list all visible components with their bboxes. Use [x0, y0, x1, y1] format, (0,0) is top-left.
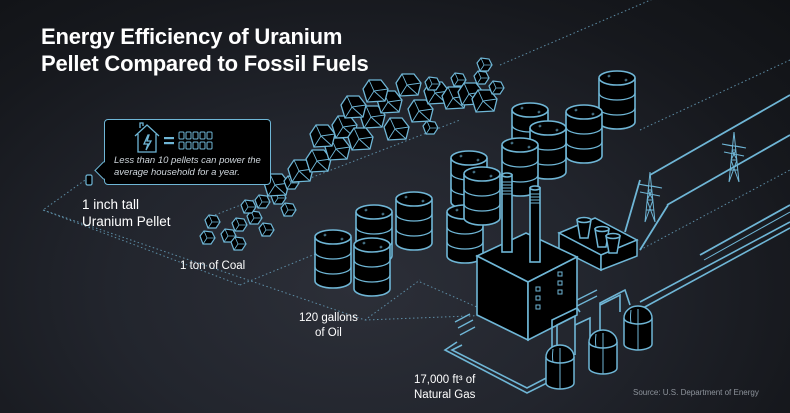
equals-icon: [164, 137, 174, 145]
label-coal: 1 ton of Coal: [180, 259, 245, 274]
transmission-tower: [637, 171, 663, 223]
callout-text-line-1: Less than 10 pellets can power the: [114, 155, 261, 166]
label-gas-line-1: 17,000 ft³ of: [414, 374, 476, 386]
page-title: Energy Efficiency of Uranium Pellet Comp…: [41, 23, 369, 77]
label-uranium-line-1: 1 inch tall: [82, 197, 140, 212]
transformer-building: [557, 216, 639, 272]
label-gas-line-2: Natural Gas: [414, 389, 476, 401]
house-lightning-icon: [134, 122, 160, 153]
label-uranium-pellet: 1 inch tall Uranium Pellet: [82, 196, 171, 230]
pellet-group-icon: [178, 131, 213, 150]
power-lines: [624, 94, 790, 261]
power-plant-factory: [475, 172, 579, 342]
title-line-1: Energy Efficiency of Uranium: [41, 24, 343, 49]
label-coal-line-1: 1 ton of Coal: [180, 260, 246, 272]
callout-text-line-2: average household for a year.: [114, 167, 240, 178]
dotted-guide-lines: [41, 0, 790, 321]
label-natural-gas: 17,000 ft³ of Natural Gas: [414, 373, 475, 403]
callout-box: Less than 10 pellets can power the avera…: [94, 119, 274, 185]
callout-icons: [134, 122, 213, 153]
label-oil-line-1: 120 gallons: [299, 312, 358, 324]
title-line-2: Pellet Compared to Fossil Fuels: [41, 51, 369, 76]
label-oil-line-2: of Oil: [314, 327, 342, 339]
label-oil: 120 gallons of Oil: [299, 311, 358, 341]
callout-text: Less than 10 pellets can power the avera…: [114, 155, 274, 179]
transmission-tower: [721, 131, 747, 183]
uranium-pellet-icon: [85, 174, 93, 186]
label-uranium-line-2: Uranium Pellet: [82, 214, 171, 229]
source-citation: Source: U.S. Department of Energy: [633, 388, 759, 397]
